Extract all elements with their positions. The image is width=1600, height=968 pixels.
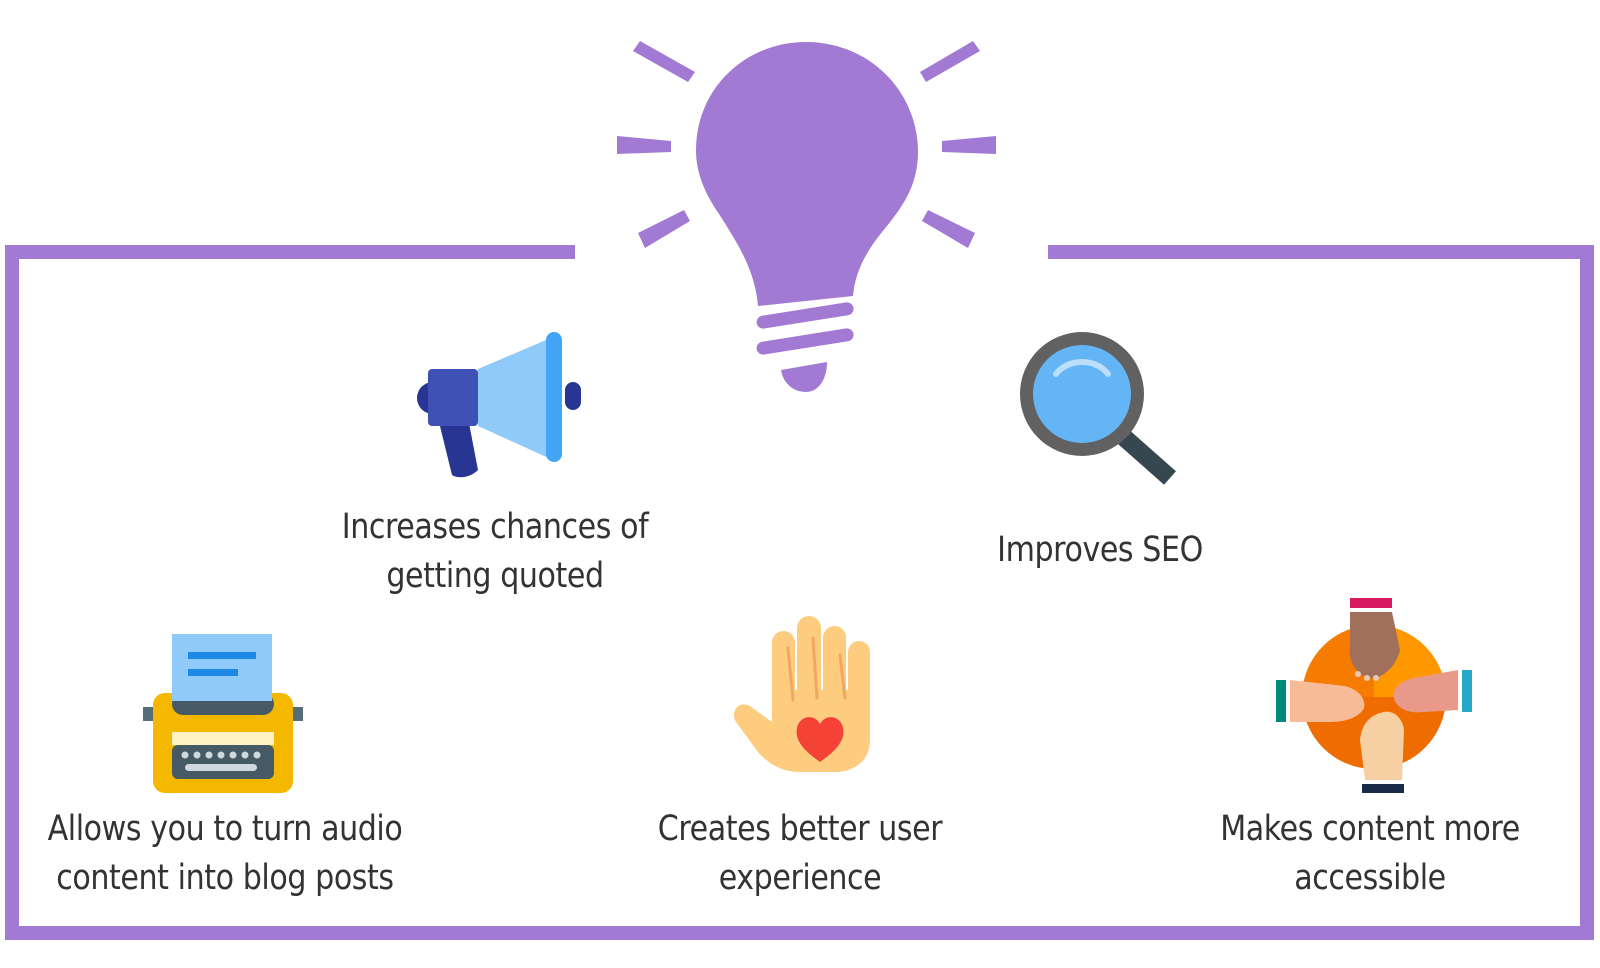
benefit-label-quoted: Increases chances of getting quoted bbox=[310, 503, 680, 601]
benefit-label-seo: Improves SEO bbox=[954, 526, 1246, 575]
benefit-label-experience-line-2: experience bbox=[718, 858, 882, 898]
lightbulb-icon bbox=[617, 41, 996, 392]
benefit-label-audio: Allows you to turn audio content into bl… bbox=[32, 805, 419, 903]
benefit-label-accessible-line-2: accessible bbox=[1294, 858, 1446, 898]
benefit-label-experience-line-1: Creates better user bbox=[657, 809, 943, 849]
typewriter-icon bbox=[143, 634, 303, 793]
magnifier-icon bbox=[1020, 332, 1176, 485]
megaphone-icon bbox=[417, 332, 581, 478]
benefit-label-seo-line-1: Improves SEO bbox=[997, 530, 1203, 570]
benefit-label-quoted-line-2: getting quoted bbox=[386, 556, 604, 596]
benefit-label-experience: Creates better user experience bbox=[628, 805, 972, 903]
heart-hand-icon bbox=[733, 616, 870, 772]
benefit-label-accessible: Makes content more accessible bbox=[1189, 805, 1550, 903]
benefit-label-quoted-line-1: Increases chances of bbox=[341, 507, 649, 547]
benefit-label-accessible-line-1: Makes content more bbox=[1220, 809, 1520, 849]
hands-together-icon bbox=[1276, 598, 1472, 793]
benefit-label-audio-line-2: content into blog posts bbox=[56, 858, 394, 898]
benefit-label-audio-line-1: Allows you to turn audio bbox=[47, 809, 403, 849]
